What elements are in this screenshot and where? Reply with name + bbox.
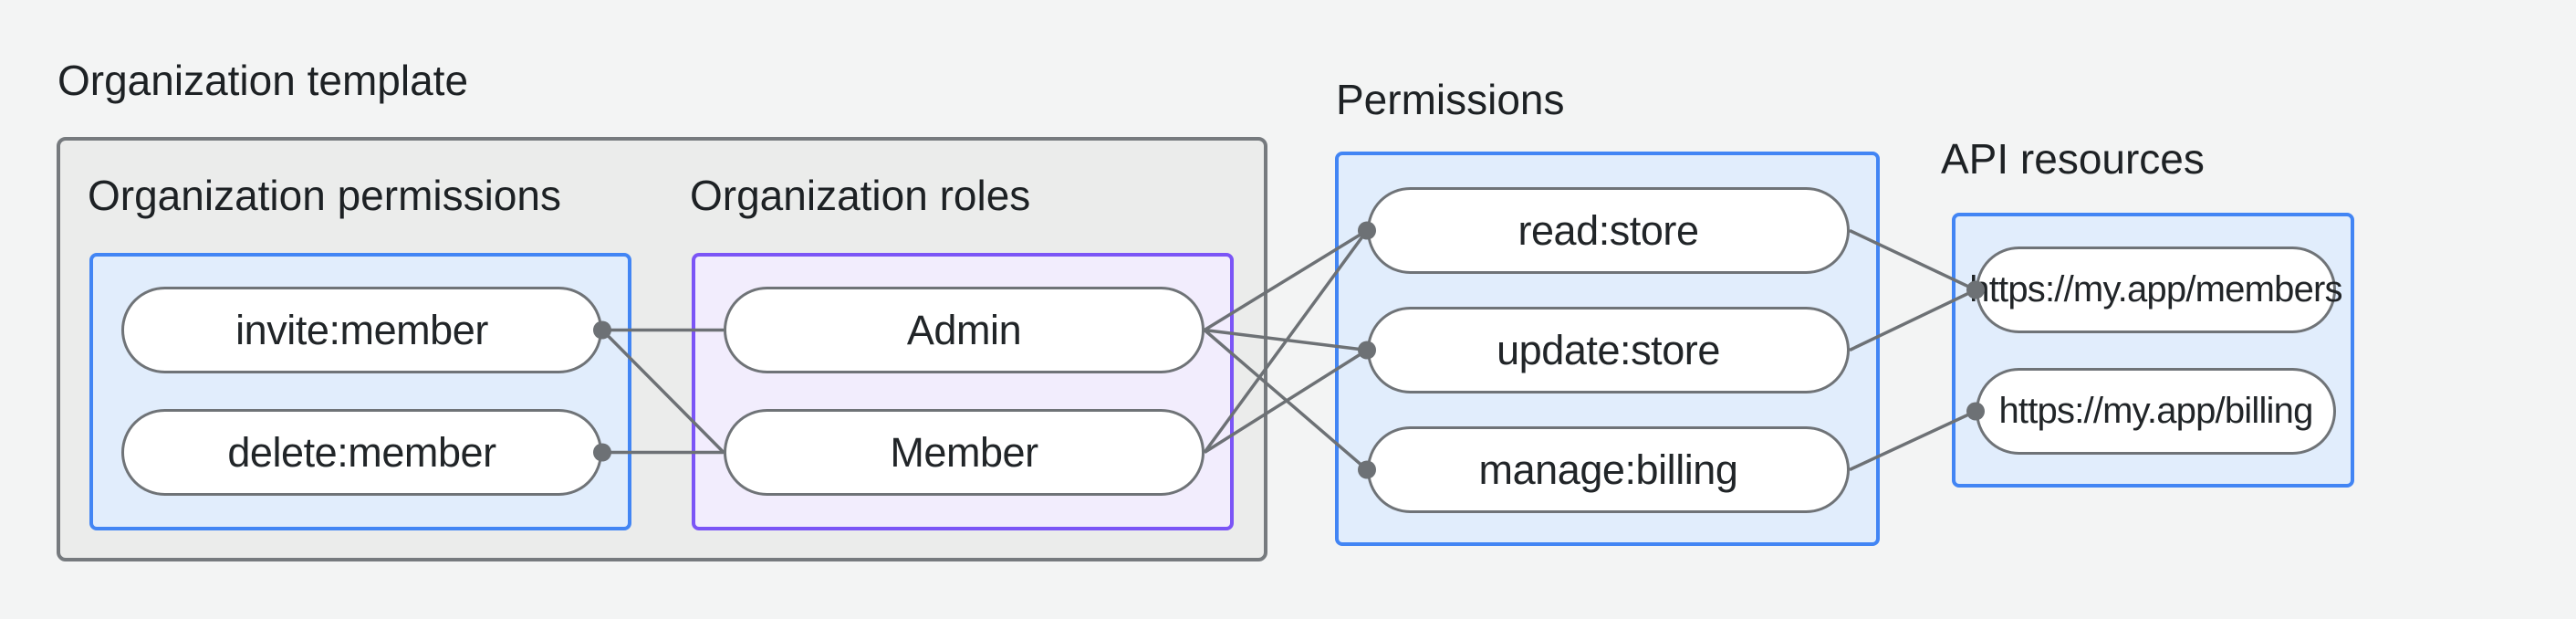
api-resources-label: API resources <box>1941 135 2205 183</box>
node-read-store-label: read:store <box>1517 206 1699 254</box>
permissions-label: Permissions <box>1336 76 1565 123</box>
node-api-billing-url-label: https://my.app/billing <box>1998 391 2313 431</box>
org-template-label: Organization template <box>57 57 469 104</box>
node-api-members-url-label: https://my.app/members <box>1969 269 2342 310</box>
node-delete-member-label: delete:member <box>227 428 496 476</box>
node-manage-billing-label: manage:billing <box>1478 446 1738 493</box>
node-invite-member: invite:member <box>121 287 602 373</box>
node-update-store-label: update:store <box>1497 326 1720 373</box>
node-invite-member-label: invite:member <box>235 306 488 353</box>
org-roles-label: Organization roles <box>690 172 1031 219</box>
node-api-members-url: https://my.app/members <box>1969 247 2343 333</box>
node-read-store: read:store <box>1367 187 1850 274</box>
org-permissions-label: Organization permissions <box>88 172 562 219</box>
node-admin-role: Admin <box>724 287 1205 373</box>
node-member-role-label: Member <box>890 428 1038 476</box>
node-manage-billing: manage:billing <box>1367 426 1850 513</box>
node-admin-role-label: Admin <box>906 306 1022 353</box>
node-api-billing-url: https://my.app/billing <box>1976 368 2336 455</box>
node-delete-member: delete:member <box>121 409 602 496</box>
node-member-role: Member <box>724 409 1205 496</box>
node-update-store: update:store <box>1367 307 1850 393</box>
